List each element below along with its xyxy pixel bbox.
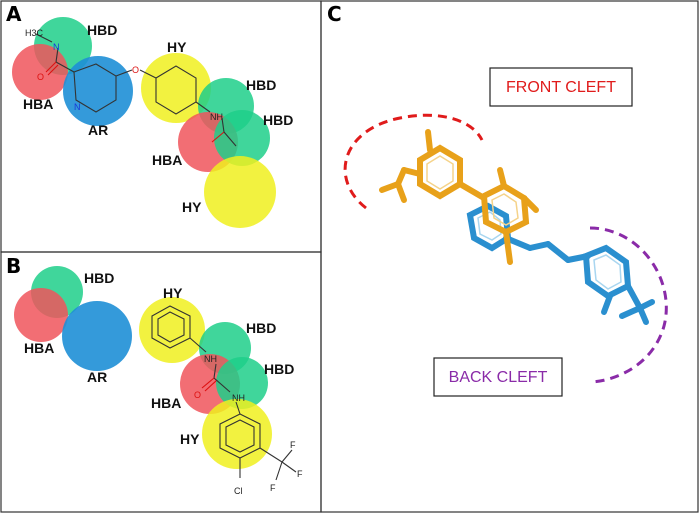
panel-c: C FRONT CLEFT BACK CLEFT bbox=[327, 2, 668, 397]
hbd-label: HBD bbox=[264, 361, 294, 377]
hba-sphere bbox=[12, 44, 68, 100]
hy-sphere bbox=[202, 399, 272, 469]
carbonyl-o-label: O bbox=[194, 390, 201, 400]
ar-sphere bbox=[63, 56, 133, 126]
hbd-label: HBD bbox=[87, 22, 117, 38]
panel-a: A H3C N O N O bbox=[6, 2, 293, 228]
hy-label: HY bbox=[167, 39, 187, 55]
hy-label: HY bbox=[163, 285, 183, 301]
panel-a-label: A bbox=[6, 2, 22, 26]
ligand-orange bbox=[379, 129, 539, 265]
panel-b: B NH O NH Cl F F bbox=[6, 254, 303, 496]
hbd-sphere bbox=[214, 110, 270, 166]
hbd-label: HBD bbox=[263, 112, 293, 128]
hba-label: HBA bbox=[24, 340, 54, 356]
hy-label: HY bbox=[180, 431, 200, 447]
ar-label: AR bbox=[88, 122, 108, 138]
urea-nh-label: NH bbox=[204, 354, 217, 364]
molecule-sorafenib-like bbox=[35, 33, 237, 147]
carbonyl-o-label: O bbox=[37, 72, 44, 82]
panel-c-label: C bbox=[327, 2, 342, 26]
back-cleft-arc bbox=[589, 226, 668, 384]
molecule-phenylurea bbox=[151, 305, 297, 481]
ar-sphere bbox=[62, 301, 132, 371]
methyl-atom-label: H3C bbox=[25, 28, 44, 38]
ether-o-label: O bbox=[132, 65, 139, 75]
fluoro-atom-label: F bbox=[270, 483, 276, 493]
hbd-sphere bbox=[216, 357, 268, 409]
urea-nh-label: NH bbox=[210, 112, 223, 122]
front-cleft-arc bbox=[343, 113, 484, 210]
hba-label: HBA bbox=[151, 395, 181, 411]
amide-n-label: N bbox=[53, 42, 60, 52]
hy-sphere bbox=[204, 156, 276, 228]
hba-label: HBA bbox=[152, 152, 182, 168]
back-cleft-box bbox=[433, 357, 563, 397]
hbd-label: HBD bbox=[246, 77, 276, 93]
fluoro-atom-label: F bbox=[290, 440, 296, 450]
front-cleft-box bbox=[489, 67, 633, 107]
front-cleft-label: FRONT CLEFT bbox=[506, 79, 616, 96]
hba-label: HBA bbox=[23, 96, 53, 112]
hy-label: HY bbox=[182, 199, 202, 215]
ligand-blue bbox=[466, 202, 655, 325]
hy-sphere bbox=[141, 53, 211, 123]
hba-sphere bbox=[14, 288, 68, 342]
fluoro-atom-label: F bbox=[297, 469, 303, 479]
chloro-atom-label: Cl bbox=[234, 486, 243, 496]
panel-c-border bbox=[320, 0, 699, 513]
hbd-label: HBD bbox=[246, 320, 276, 336]
pyridine-n-label: N bbox=[74, 102, 81, 112]
back-cleft-label: BACK CLEFT bbox=[449, 369, 548, 386]
panel-b-label: B bbox=[6, 254, 21, 278]
hbd-label: HBD bbox=[84, 270, 114, 286]
urea-nh-label: NH bbox=[232, 393, 245, 403]
ar-label: AR bbox=[87, 369, 107, 385]
